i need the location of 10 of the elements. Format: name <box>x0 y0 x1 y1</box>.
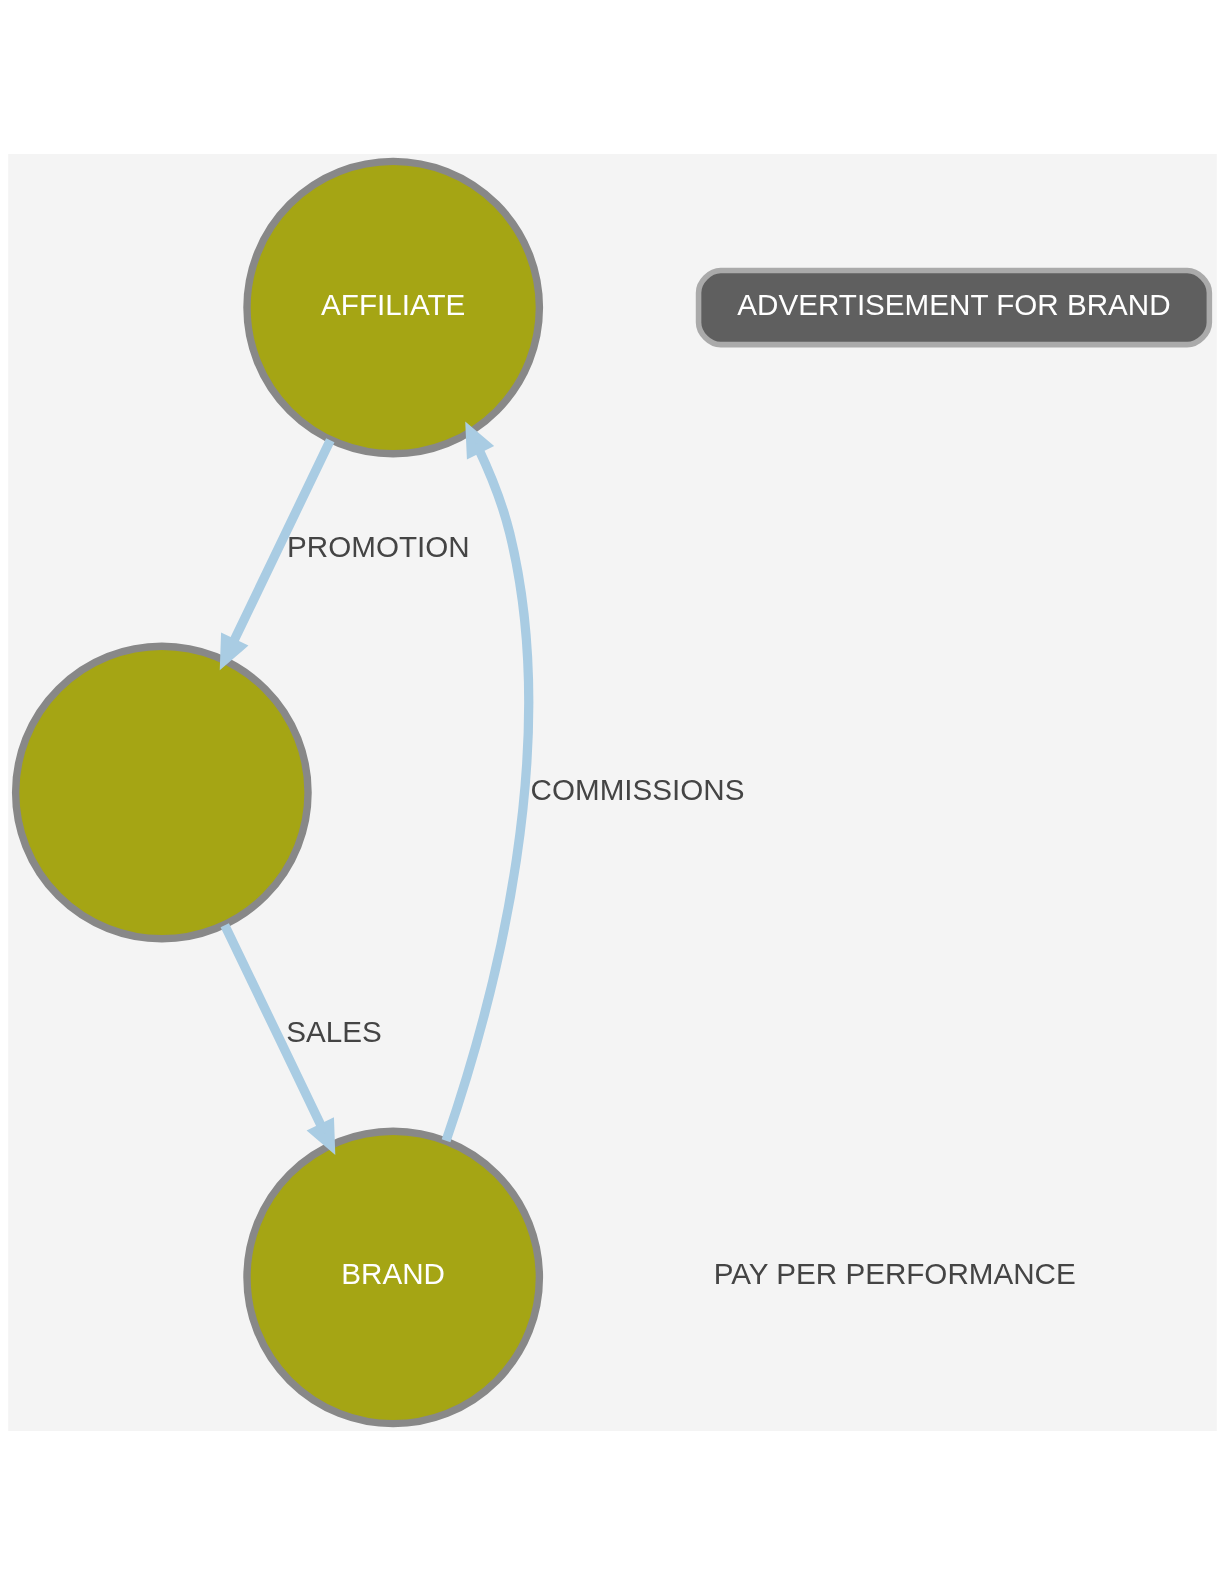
edge-label: COMMISSIONS <box>530 772 745 806</box>
arrow <box>441 421 534 1143</box>
node-circle: BRAND <box>243 1127 544 1428</box>
node-circle <box>11 642 312 943</box>
edge-label: PROMOTION <box>287 530 470 564</box>
edge-label: SALES <box>286 1014 382 1048</box>
node-box: ADVERTISEMENT FOR BRAND <box>695 267 1213 348</box>
arrow <box>219 438 335 671</box>
label: PAY PER PERFORMANCE <box>713 1257 1076 1291</box>
arrow <box>220 923 336 1156</box>
